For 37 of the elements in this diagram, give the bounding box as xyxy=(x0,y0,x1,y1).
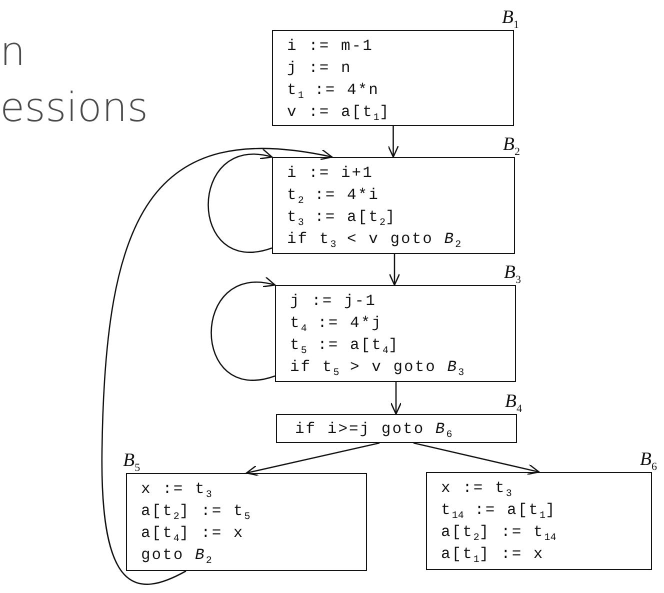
code-line: goto B$_{2}$ xyxy=(141,545,213,566)
arrow xyxy=(388,254,400,286)
code-line: x := t$_{3}$ xyxy=(141,479,213,500)
code-line: t$_{2}$ := 4*i xyxy=(287,185,380,206)
block-label: B$_{1}$ xyxy=(502,7,519,33)
block-label: B$_{4}$ xyxy=(504,391,522,417)
block-label: B$_{5}$ xyxy=(123,450,140,476)
code-line: t$_{14}$ := a[t$_{1}$] xyxy=(441,500,558,521)
code-line: x := t$_{3}$ xyxy=(441,478,513,499)
arrow xyxy=(388,126,399,158)
code-line: if t$_{5}$ > v goto B$_{3}$ xyxy=(290,357,466,378)
code-line: j := n xyxy=(287,58,353,79)
arrow xyxy=(390,382,402,415)
title-fragment: n xyxy=(0,28,26,76)
code-line: t$_{1}$ := 4*n xyxy=(287,80,380,101)
code-line: t$_{3}$ := a[t$_{2}$] xyxy=(287,207,398,228)
arrow xyxy=(210,278,276,381)
code-line: if i>=j goto B$_{6}$ xyxy=(295,419,454,440)
code-line: i := i+1 xyxy=(287,163,374,184)
code-line: a[t$_{2}$] := t$_{14}$ xyxy=(441,522,558,543)
code-line: t$_{4}$ := 4*j xyxy=(290,313,384,334)
code-line: if t$_{3}$ < v goto B$_{2}$ xyxy=(287,229,462,250)
block-label: B$_{3}$ xyxy=(504,262,521,288)
code-line: v := a[t$_{1}$] xyxy=(287,102,392,123)
code-line: a[t$_{2}$] := t$_{5}$ xyxy=(141,501,252,522)
code-line: t$_{5}$ := a[t$_{4}$] xyxy=(290,335,400,356)
arrow xyxy=(208,150,273,253)
code-line: a[t$_{1}$] := x xyxy=(441,544,546,565)
code-line: j := j-1 xyxy=(290,291,378,312)
title-fragment: essions xyxy=(0,84,148,132)
block-label: B$_{2}$ xyxy=(502,134,520,160)
arrow xyxy=(101,148,333,585)
code-line: i := m-1 xyxy=(287,36,374,57)
code-line: a[t$_{4}$] := x xyxy=(141,523,246,544)
arrow xyxy=(413,442,540,476)
block-label: B$_{6}$ xyxy=(640,449,657,475)
arrow xyxy=(246,442,380,476)
